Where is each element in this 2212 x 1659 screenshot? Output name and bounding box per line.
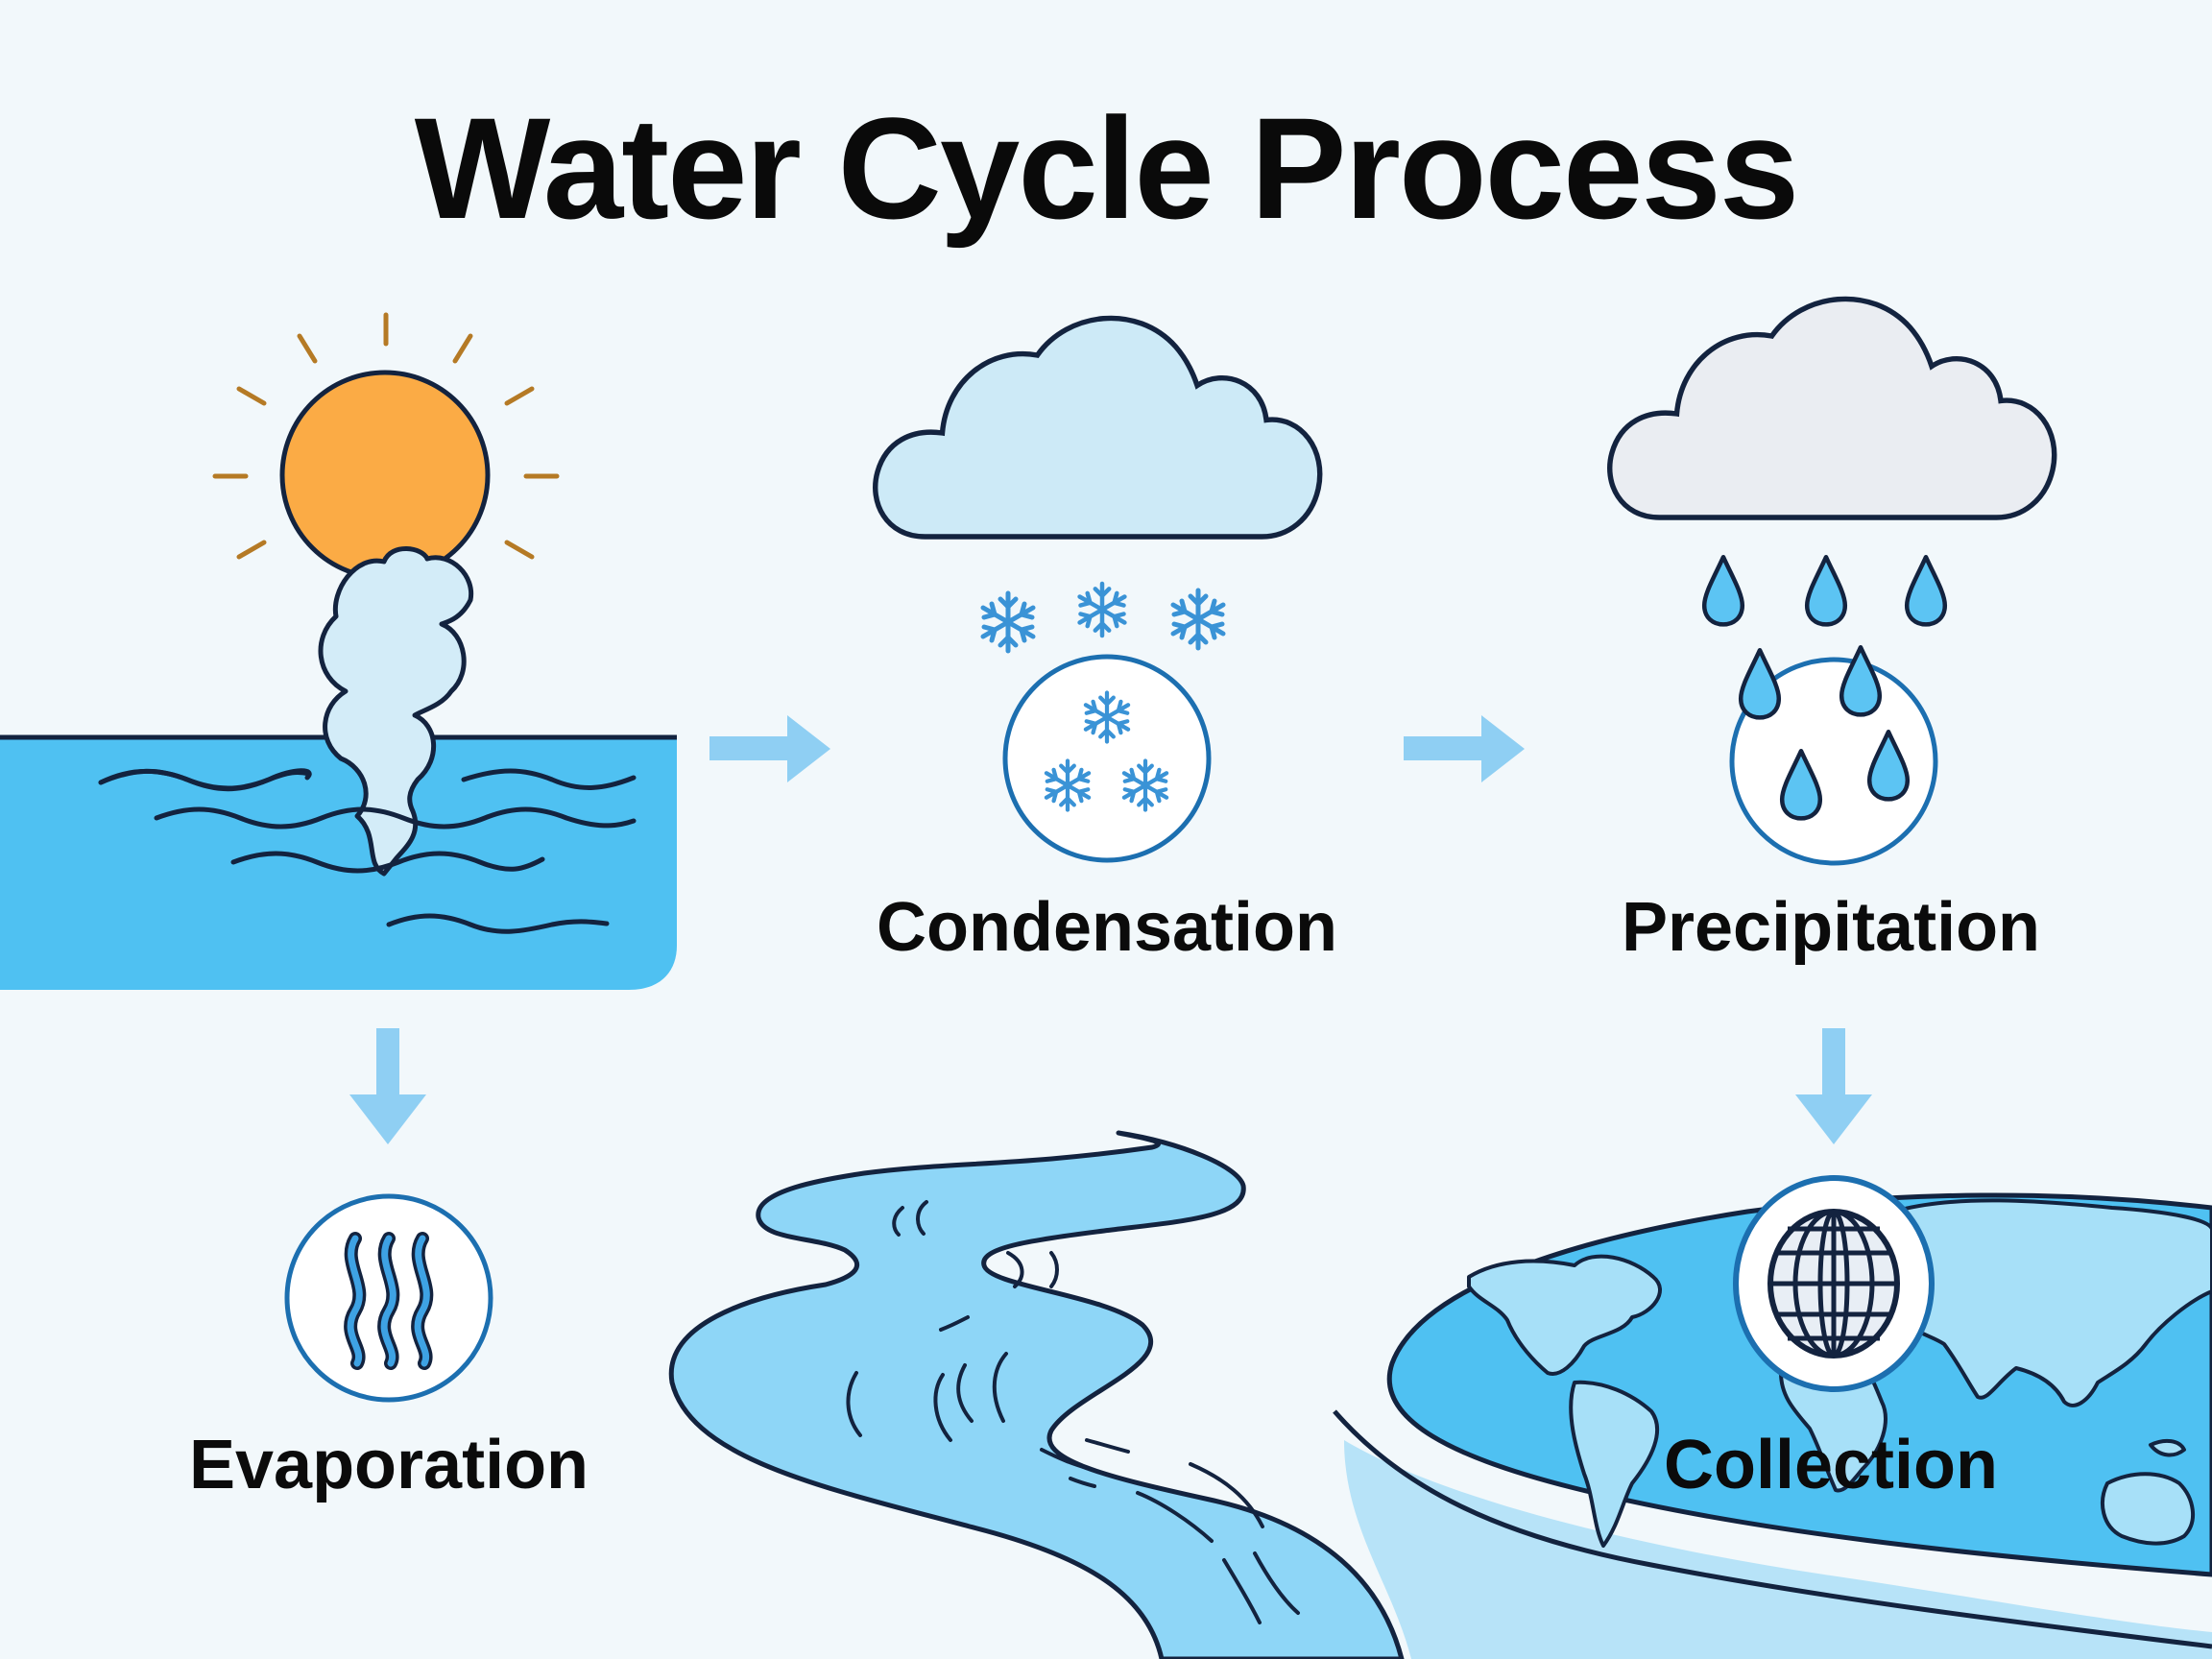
snowflakes <box>983 584 1223 651</box>
raindrops <box>1704 557 1945 624</box>
cloud-icon-condensation <box>876 318 1320 537</box>
ocean <box>0 734 677 990</box>
cloud-icon-precipitation <box>1610 299 2055 517</box>
arrow-right-2 <box>1404 715 1525 782</box>
page-title: Water Cycle Process <box>414 87 1800 249</box>
stage-label-evaporation: Evaporation <box>188 1427 589 1503</box>
stage-label-precipitation: Precipitation <box>1621 889 2041 966</box>
sun-icon <box>212 312 560 581</box>
snowflakes-icon <box>1002 654 1212 863</box>
stage-label-condensation: Condensation <box>877 889 1337 966</box>
globe-icon <box>1733 1175 1935 1392</box>
arrow-down-2 <box>1795 1028 1872 1144</box>
arrow-right-1 <box>709 715 830 782</box>
ocean-waves <box>98 768 637 934</box>
arrow-down-1 <box>349 1028 426 1144</box>
steam-plume <box>318 546 474 877</box>
heat-waves-icon <box>284 1193 493 1403</box>
river <box>668 1130 1405 1659</box>
raindrops-icon <box>1729 647 1938 866</box>
stage-label-collection: Collection <box>1663 1427 1998 1503</box>
